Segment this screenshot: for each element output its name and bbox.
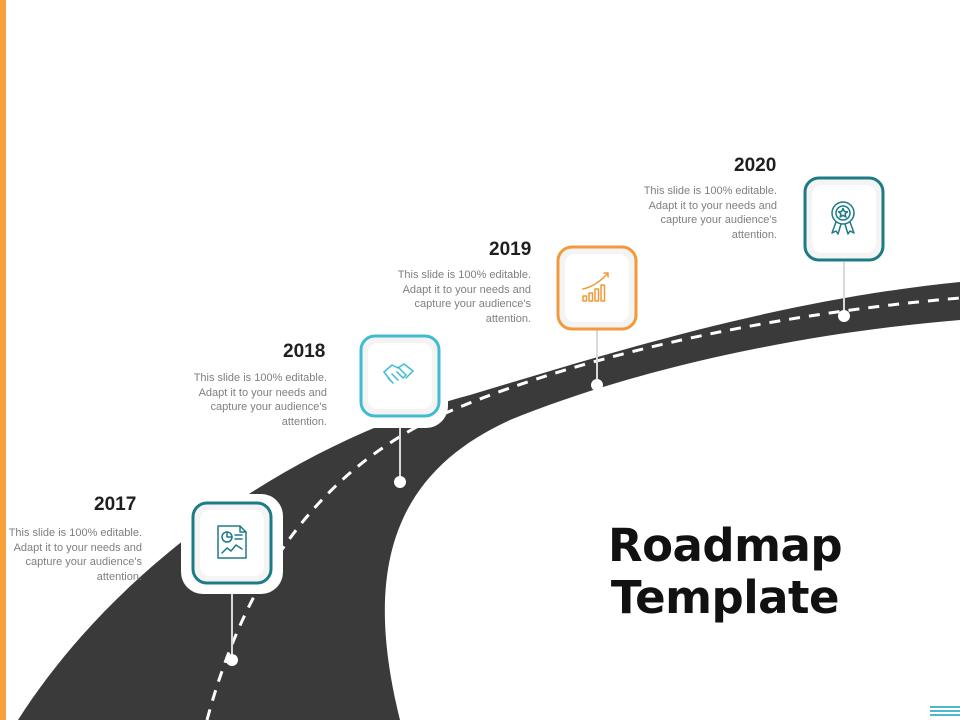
milestone-description-2017: This slide is 100% editable. Adapt it to…	[8, 527, 142, 583]
milestone-description-2019: This slide is 100% editable. Adapt it to…	[397, 269, 531, 325]
year-2020: 2020	[734, 155, 777, 176]
icon-card-2018	[352, 328, 448, 428]
icon-card-2017	[181, 494, 283, 594]
icon-card-2020	[803, 176, 885, 262]
corner-decoration	[930, 704, 960, 716]
award-badge-icon	[831, 201, 855, 235]
title-line-1: Roadmap	[607, 519, 843, 572]
icon-card-2019	[556, 245, 638, 331]
milestone-dot-2019	[591, 379, 603, 391]
milestone-description-2018: This slide is 100% editable. Adapt it to…	[193, 372, 327, 428]
title-line-2: Template	[610, 571, 840, 624]
road	[18, 282, 960, 720]
handshake-icon	[383, 363, 414, 384]
year-2017: 2017	[94, 494, 137, 515]
milestone-dot-2018	[394, 476, 406, 488]
report-chart-icon	[217, 525, 247, 559]
milestone-dot-2017	[226, 654, 238, 666]
year-2018: 2018	[283, 341, 326, 362]
slide-title: Roadmap Template	[560, 520, 890, 624]
year-2019: 2019	[489, 239, 532, 260]
milestone-dot-2020	[838, 310, 850, 322]
accent-bar	[0, 0, 6, 720]
milestone-description-2020: This slide is 100% editable. Adapt it to…	[643, 185, 777, 241]
growth-chart-icon	[582, 272, 609, 302]
